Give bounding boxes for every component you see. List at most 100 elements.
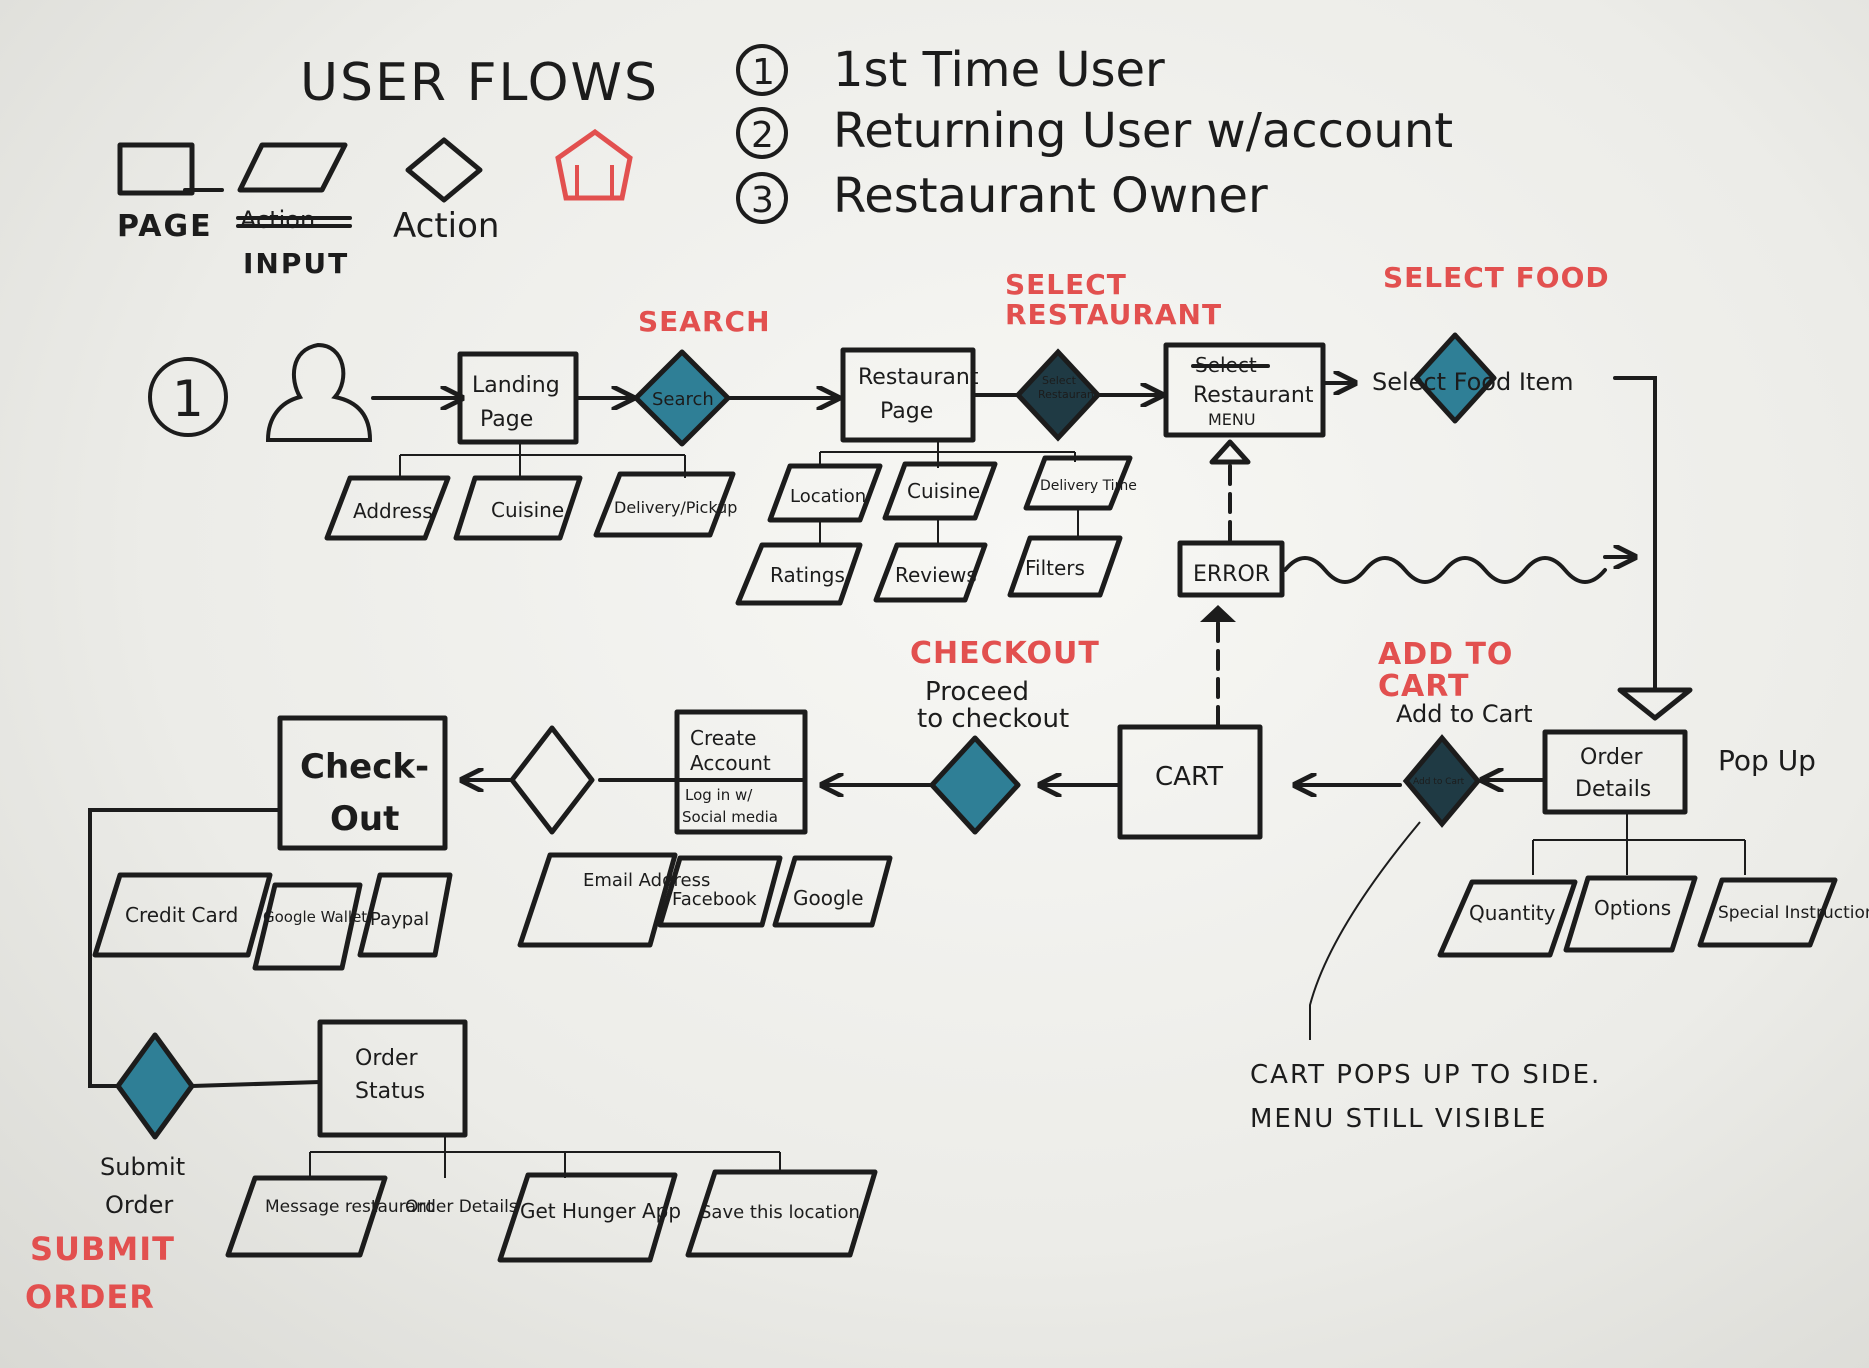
input-paypal <box>357 872 453 958</box>
input-save-this-location <box>685 1169 878 1258</box>
input-options <box>1563 875 1698 953</box>
svg-text:Log in w/: Log in w/ <box>685 786 753 804</box>
account-decision-action <box>509 725 595 835</box>
input-google <box>772 855 893 928</box>
stage-submit-order-line2: ORDER <box>25 1278 155 1316</box>
legend-page-shape <box>117 142 195 196</box>
note-line-1: CART POPS UP TO SIDE. <box>1250 1060 1601 1090</box>
svg-text:Select: Select <box>1042 374 1077 387</box>
flow-number-badge <box>148 357 228 437</box>
submit-order-action <box>115 1032 195 1140</box>
checkout-page <box>277 715 448 851</box>
flow-3-label: Restaurant Owner <box>833 168 1268 224</box>
svg-text:Page: Page <box>480 407 533 432</box>
pop-up-label: Pop Up <box>1718 744 1816 777</box>
svg-text:Paypal: Paypal <box>370 909 429 930</box>
status-input-order-details: Order Details <box>405 1197 518 1217</box>
svg-text:2: 2 <box>751 115 774 156</box>
svg-text:Check-: Check- <box>300 747 429 787</box>
svg-text:Restaurant: Restaurant <box>1193 383 1314 408</box>
submit-caption-line1: Submit <box>100 1153 185 1181</box>
flow-list: 1 1st Time User 2 Returning User w/accou… <box>736 42 1453 224</box>
svg-text:Address: Address <box>353 499 433 523</box>
stage-select-restaurant-line1: SELECT <box>1005 268 1127 301</box>
input-filters <box>1007 535 1123 598</box>
legend-red-pentagon-shape <box>555 128 633 201</box>
input-quantity <box>1437 879 1578 958</box>
svg-text:Cuisine: Cuisine <box>907 479 980 503</box>
input-address <box>324 475 451 541</box>
proceed-to-checkout-action <box>929 735 1021 835</box>
svg-text:Details: Details <box>1575 777 1651 802</box>
restaurant-page <box>840 347 976 443</box>
proceed-caption-line2: to checkout <box>917 704 1069 734</box>
svg-text:Social media: Social media <box>682 808 778 826</box>
svg-text:Credit Card: Credit Card <box>125 903 238 927</box>
restaurant-menu-page <box>1163 342 1326 438</box>
up-arrow-icon <box>1200 605 1236 622</box>
legend-action-shape <box>405 137 483 203</box>
legend-input-label: INPUT <box>243 247 349 280</box>
order-status-page <box>317 1019 468 1138</box>
svg-text:Google Wallet: Google Wallet <box>263 908 367 926</box>
svg-text:Email Address: Email Address <box>583 870 710 891</box>
svg-text:Message restaurant: Message restaurant <box>265 1197 434 1217</box>
svg-text:Page: Page <box>880 399 933 424</box>
user-icon <box>265 342 373 442</box>
svg-text:Add to Cart: Add to Cart <box>1413 777 1465 787</box>
stage-add-to-cart-line1: ADD TO <box>1378 637 1513 672</box>
stage-add-to-cart-line2: CART <box>1378 669 1469 704</box>
svg-text:Facebook: Facebook <box>672 889 757 910</box>
input-ratings <box>735 542 863 606</box>
svg-text:Search: Search <box>652 389 714 410</box>
legend-action-label: Action <box>393 206 499 246</box>
svg-text:Quantity: Quantity <box>1469 901 1556 925</box>
flow-1-label: 1st Time User <box>833 42 1165 98</box>
submit-caption-line2: Order <box>105 1191 173 1219</box>
input-cuisine-restaurant <box>882 461 998 521</box>
svg-text:Cuisine: Cuisine <box>491 498 564 522</box>
svg-text:1: 1 <box>752 52 775 93</box>
svg-text:Status: Status <box>355 1079 425 1104</box>
svg-text:1: 1 <box>172 370 204 428</box>
flow-2-label: Returning User w/account <box>833 103 1453 159</box>
error-wavy-line <box>1283 556 1607 584</box>
stage-search: SEARCH <box>638 305 771 338</box>
down-arrow-icon <box>1617 687 1693 721</box>
svg-text:Save this location.: Save this location. <box>700 1202 866 1223</box>
stage-checkout: CHECKOUT <box>910 636 1100 671</box>
input-reviews <box>873 542 988 603</box>
input-cuisine <box>453 475 583 541</box>
input-message-restaurant <box>225 1175 388 1258</box>
input-delivery-pickup <box>593 471 736 538</box>
svg-text:CART: CART <box>1155 762 1223 792</box>
svg-text:Landing: Landing <box>472 373 560 398</box>
legend-input-shape <box>237 142 348 193</box>
stage-select-restaurant-line2: RESTAURANT <box>1005 298 1222 331</box>
input-location <box>767 463 883 523</box>
error-page <box>1177 540 1285 598</box>
svg-text:3: 3 <box>751 180 774 221</box>
input-special-instructions <box>1697 877 1838 948</box>
svg-text:Get Hunger App: Get Hunger App <box>520 1199 681 1223</box>
order-details-popup <box>1542 729 1688 815</box>
svg-text:Restaurant: Restaurant <box>858 365 979 390</box>
select-food-action <box>1413 332 1497 424</box>
svg-text:Special Instructions: Special Instructions <box>1718 903 1869 923</box>
input-email-address <box>517 852 678 948</box>
search-action <box>633 349 731 447</box>
create-account-page <box>674 709 808 835</box>
input-credit-card <box>92 872 273 958</box>
up-arrow-icon <box>1209 439 1251 465</box>
select-restaurant-action <box>1014 348 1102 442</box>
svg-text:Google: Google <box>793 886 864 910</box>
legend: PAGE Action INPUT Action <box>117 128 633 280</box>
add-to-cart-action <box>1402 734 1482 828</box>
svg-text:Account: Account <box>690 751 771 775</box>
svg-text:MENU: MENU <box>1208 410 1256 429</box>
svg-text:Location: Location <box>790 486 866 507</box>
stage-select-food: SELECT FOOD <box>1383 261 1610 294</box>
svg-text:Options: Options <box>1594 896 1671 920</box>
svg-text:Order: Order <box>355 1046 418 1071</box>
